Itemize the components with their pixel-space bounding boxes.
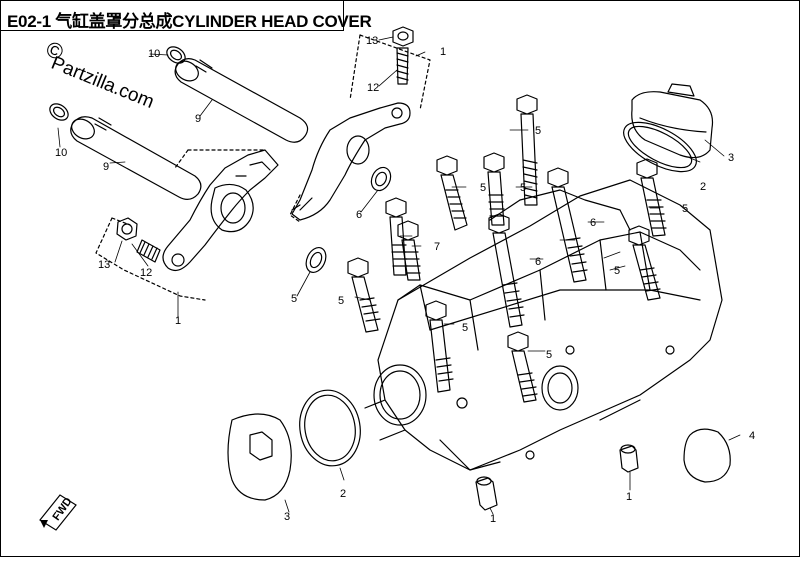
o-ring-top: [623, 121, 697, 173]
o-ring-bottom: [299, 389, 361, 467]
rocker-shaft-upper: [174, 58, 309, 143]
callout-3-bottom: 3: [284, 511, 290, 523]
bolt-group: [347, 94, 667, 403]
callout-9-lower: 9: [103, 161, 109, 173]
rocker-arm-left: [162, 149, 279, 272]
adjuster-screw-left: [136, 239, 161, 263]
washer-lower: [49, 103, 69, 121]
title-bar: E02-1 气缸盖罩分总成CYLINDER HEAD COVER: [0, 0, 372, 31]
callout-10-lower: 10: [55, 147, 67, 159]
callout-5-f: 5: [614, 265, 620, 277]
adjuster-screw-upper: [396, 47, 409, 85]
callout-2-bottom: 2: [340, 488, 346, 500]
dowel-pin-right: [619, 444, 639, 473]
callout-5-d: 5: [520, 182, 526, 194]
callout-5-b: 5: [535, 125, 541, 137]
leader-lines: [57, 36, 741, 515]
callout-10-upper: 10: [148, 48, 160, 60]
callout-5-c: 5: [480, 182, 486, 194]
callout-5-a: 5: [291, 293, 297, 305]
callout-4: 4: [749, 430, 755, 442]
callout-2-top: 2: [700, 181, 706, 193]
washer-upper: [166, 46, 186, 64]
callout-6-upper: 6: [356, 209, 362, 221]
washer-5-left: [305, 247, 327, 273]
cylinder-head-cover: [364, 179, 723, 471]
plug-right: [683, 428, 731, 483]
adjuster-nut-upper: [392, 26, 414, 47]
dowel-pin-left: [475, 476, 498, 511]
fwd-arrow-icon: FWD: [39, 494, 77, 531]
callout-1-pin-left: 1: [490, 513, 496, 525]
callout-1-left: 1: [175, 315, 181, 327]
rocker-shaft-lower: [70, 116, 202, 200]
filler-cap-bottom: [227, 413, 292, 501]
rocker-arm-right: [291, 102, 411, 221]
callout-13-lower: 13: [98, 259, 110, 271]
callout-5-e: 5: [682, 203, 688, 215]
callout-3-top: 3: [728, 152, 734, 164]
callout-12-lower: 12: [140, 267, 152, 279]
callout-12-upper: 12: [367, 82, 379, 94]
callout-1-upper: 1: [440, 46, 446, 58]
callout-6-low: 6: [535, 256, 541, 268]
callout-5-g: 5: [338, 295, 344, 307]
callout-5-i: 5: [546, 349, 552, 361]
filler-cap-top: [631, 83, 714, 159]
callout-7: 7: [434, 241, 440, 253]
washer-6-upper: [370, 166, 392, 192]
callout-9-upper: 9: [195, 113, 201, 125]
callout-5-h: 5: [462, 322, 468, 334]
page-title: E02-1 气缸盖罩分总成CYLINDER HEAD COVER: [7, 12, 372, 31]
callout-6-mid: 6: [590, 217, 596, 229]
callout-13-upper: 13: [366, 35, 378, 47]
adjuster-nut-left: [116, 217, 138, 241]
callout-1-pin-right: 1: [626, 491, 632, 503]
callout-labels: 13 1 12 10 9 10 9 6 13 12 1 5 5 5 5 5 5 …: [55, 35, 755, 525]
